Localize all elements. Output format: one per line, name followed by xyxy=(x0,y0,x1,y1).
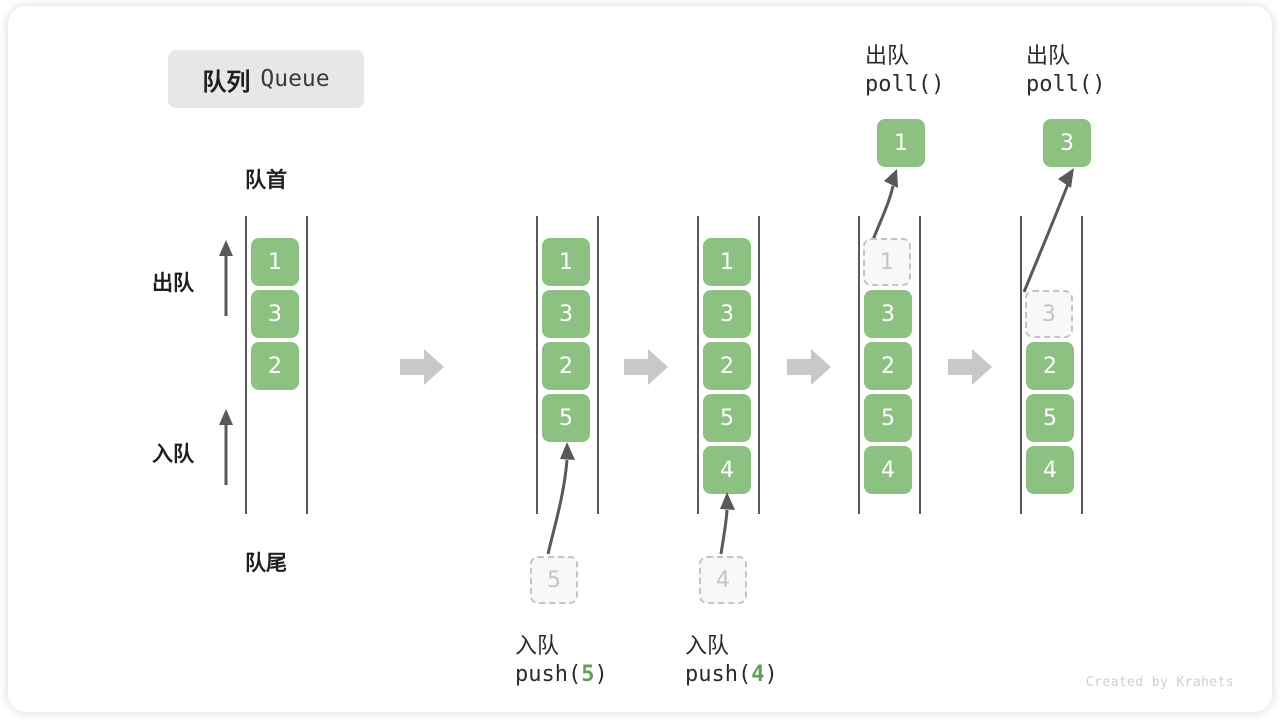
queue-element: 3 xyxy=(251,290,299,338)
queue-element-new: 5 xyxy=(542,394,590,442)
queue-element: 3 xyxy=(703,290,751,338)
figure-title-chip: 队列 Queue xyxy=(168,50,364,108)
watermark: Created by Krahets xyxy=(1085,675,1234,690)
figure-title-cn: 队列 xyxy=(202,68,251,96)
operation-code-name: push( xyxy=(515,662,582,687)
queue-element: 4 xyxy=(864,446,912,494)
dequeue-direction-label: 出队 xyxy=(152,272,194,295)
queue-rail-left xyxy=(1020,216,1022,514)
enqueue-direction-label: 入队 xyxy=(152,443,194,466)
queue-head-label: 队首 xyxy=(245,169,287,192)
polled-element: 3 xyxy=(1043,119,1091,167)
enqueue-direction-arrow-icon xyxy=(219,409,233,485)
dequeue-flow-arrow-icon xyxy=(1022,168,1074,293)
queue-element: 2 xyxy=(1026,342,1074,390)
queue-element: 3 xyxy=(542,290,590,338)
queue-element: 5 xyxy=(864,394,912,442)
enqueue-flow-arrow-icon xyxy=(719,492,735,555)
queue-element: 2 xyxy=(251,342,299,390)
operation-label-cn: 出队 xyxy=(1026,43,1071,68)
operation-code-arg: 4 xyxy=(751,662,765,687)
step-arrow-icon xyxy=(624,349,668,385)
queue-ghost-element: 3 xyxy=(1025,290,1073,338)
queue-element: 1 xyxy=(251,238,299,286)
queue-rail-left xyxy=(245,216,247,514)
operation-code-name: push( xyxy=(685,662,752,687)
queue-element: 4 xyxy=(1026,446,1074,494)
dequeue-direction-arrow-icon xyxy=(219,240,233,316)
operation-code: poll() xyxy=(1026,72,1106,97)
queue-ghost-element: 1 xyxy=(863,238,911,286)
operation-code: poll() xyxy=(865,72,945,97)
operation-code: push(5) xyxy=(515,662,608,687)
queue-element: 1 xyxy=(542,238,590,286)
operation-label-cn: 入队 xyxy=(685,633,730,658)
queue-ghost-element: 4 xyxy=(699,556,747,604)
queue-rail-left xyxy=(858,216,860,514)
operation-label-cn: 入队 xyxy=(515,633,560,658)
step-arrow-icon xyxy=(948,349,992,385)
queue-element-new: 4 xyxy=(703,446,751,494)
operation-label-cn: 出队 xyxy=(865,43,910,68)
queue-rail-right xyxy=(919,216,921,514)
queue-ghost-element: 5 xyxy=(530,556,578,604)
operation-code-arg: 5 xyxy=(581,662,595,687)
queue-element: 3 xyxy=(864,290,912,338)
queue-element: 1 xyxy=(703,238,751,286)
operation-code: push(4) xyxy=(685,662,778,687)
polled-element: 1 xyxy=(877,119,925,167)
operation-code-close: ) xyxy=(594,662,608,687)
step-arrow-icon xyxy=(787,349,831,385)
queue-rail-right xyxy=(306,216,308,514)
queue-element: 5 xyxy=(1026,394,1074,442)
queue-tail-label: 队尾 xyxy=(245,552,287,575)
queue-element: 5 xyxy=(703,394,751,442)
queue-rail-right xyxy=(597,216,599,514)
operation-code-close: ) xyxy=(764,662,778,687)
dequeue-flow-arrow-icon xyxy=(871,169,898,241)
queue-rail-left xyxy=(536,216,538,514)
queue-rail-left xyxy=(697,216,699,514)
figure-card: 队列 Queue 队首 队尾 出队 入队 1 3 2 1 3 2 5 xyxy=(8,6,1272,712)
queue-rail-right xyxy=(1081,216,1083,514)
enqueue-flow-arrow-icon xyxy=(546,442,575,555)
queue-rail-right xyxy=(758,216,760,514)
queue-element: 2 xyxy=(864,342,912,390)
queue-element: 2 xyxy=(542,342,590,390)
queue-element: 2 xyxy=(703,342,751,390)
step-arrow-icon xyxy=(400,349,444,385)
figure-title-en: Queue xyxy=(260,66,330,92)
